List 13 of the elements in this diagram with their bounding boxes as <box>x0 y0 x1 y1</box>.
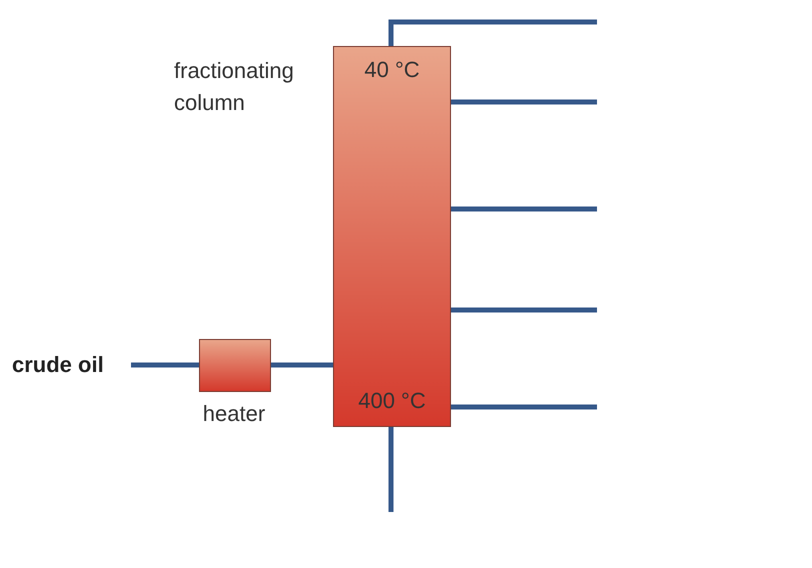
feed-label: crude oil <box>12 350 131 380</box>
pipe <box>451 308 597 312</box>
pipe <box>451 404 597 410</box>
temperature-label: 40 °C <box>363 57 421 83</box>
pipe <box>388 427 394 512</box>
pipe <box>271 362 333 368</box>
pipe <box>451 206 597 212</box>
column-label: fractionating column <box>174 57 295 117</box>
pipe <box>388 20 597 46</box>
heater-label: heater <box>202 401 266 427</box>
temperature-label: 400 °C <box>357 388 427 414</box>
pipe <box>131 362 199 368</box>
pipe <box>451 100 597 104</box>
